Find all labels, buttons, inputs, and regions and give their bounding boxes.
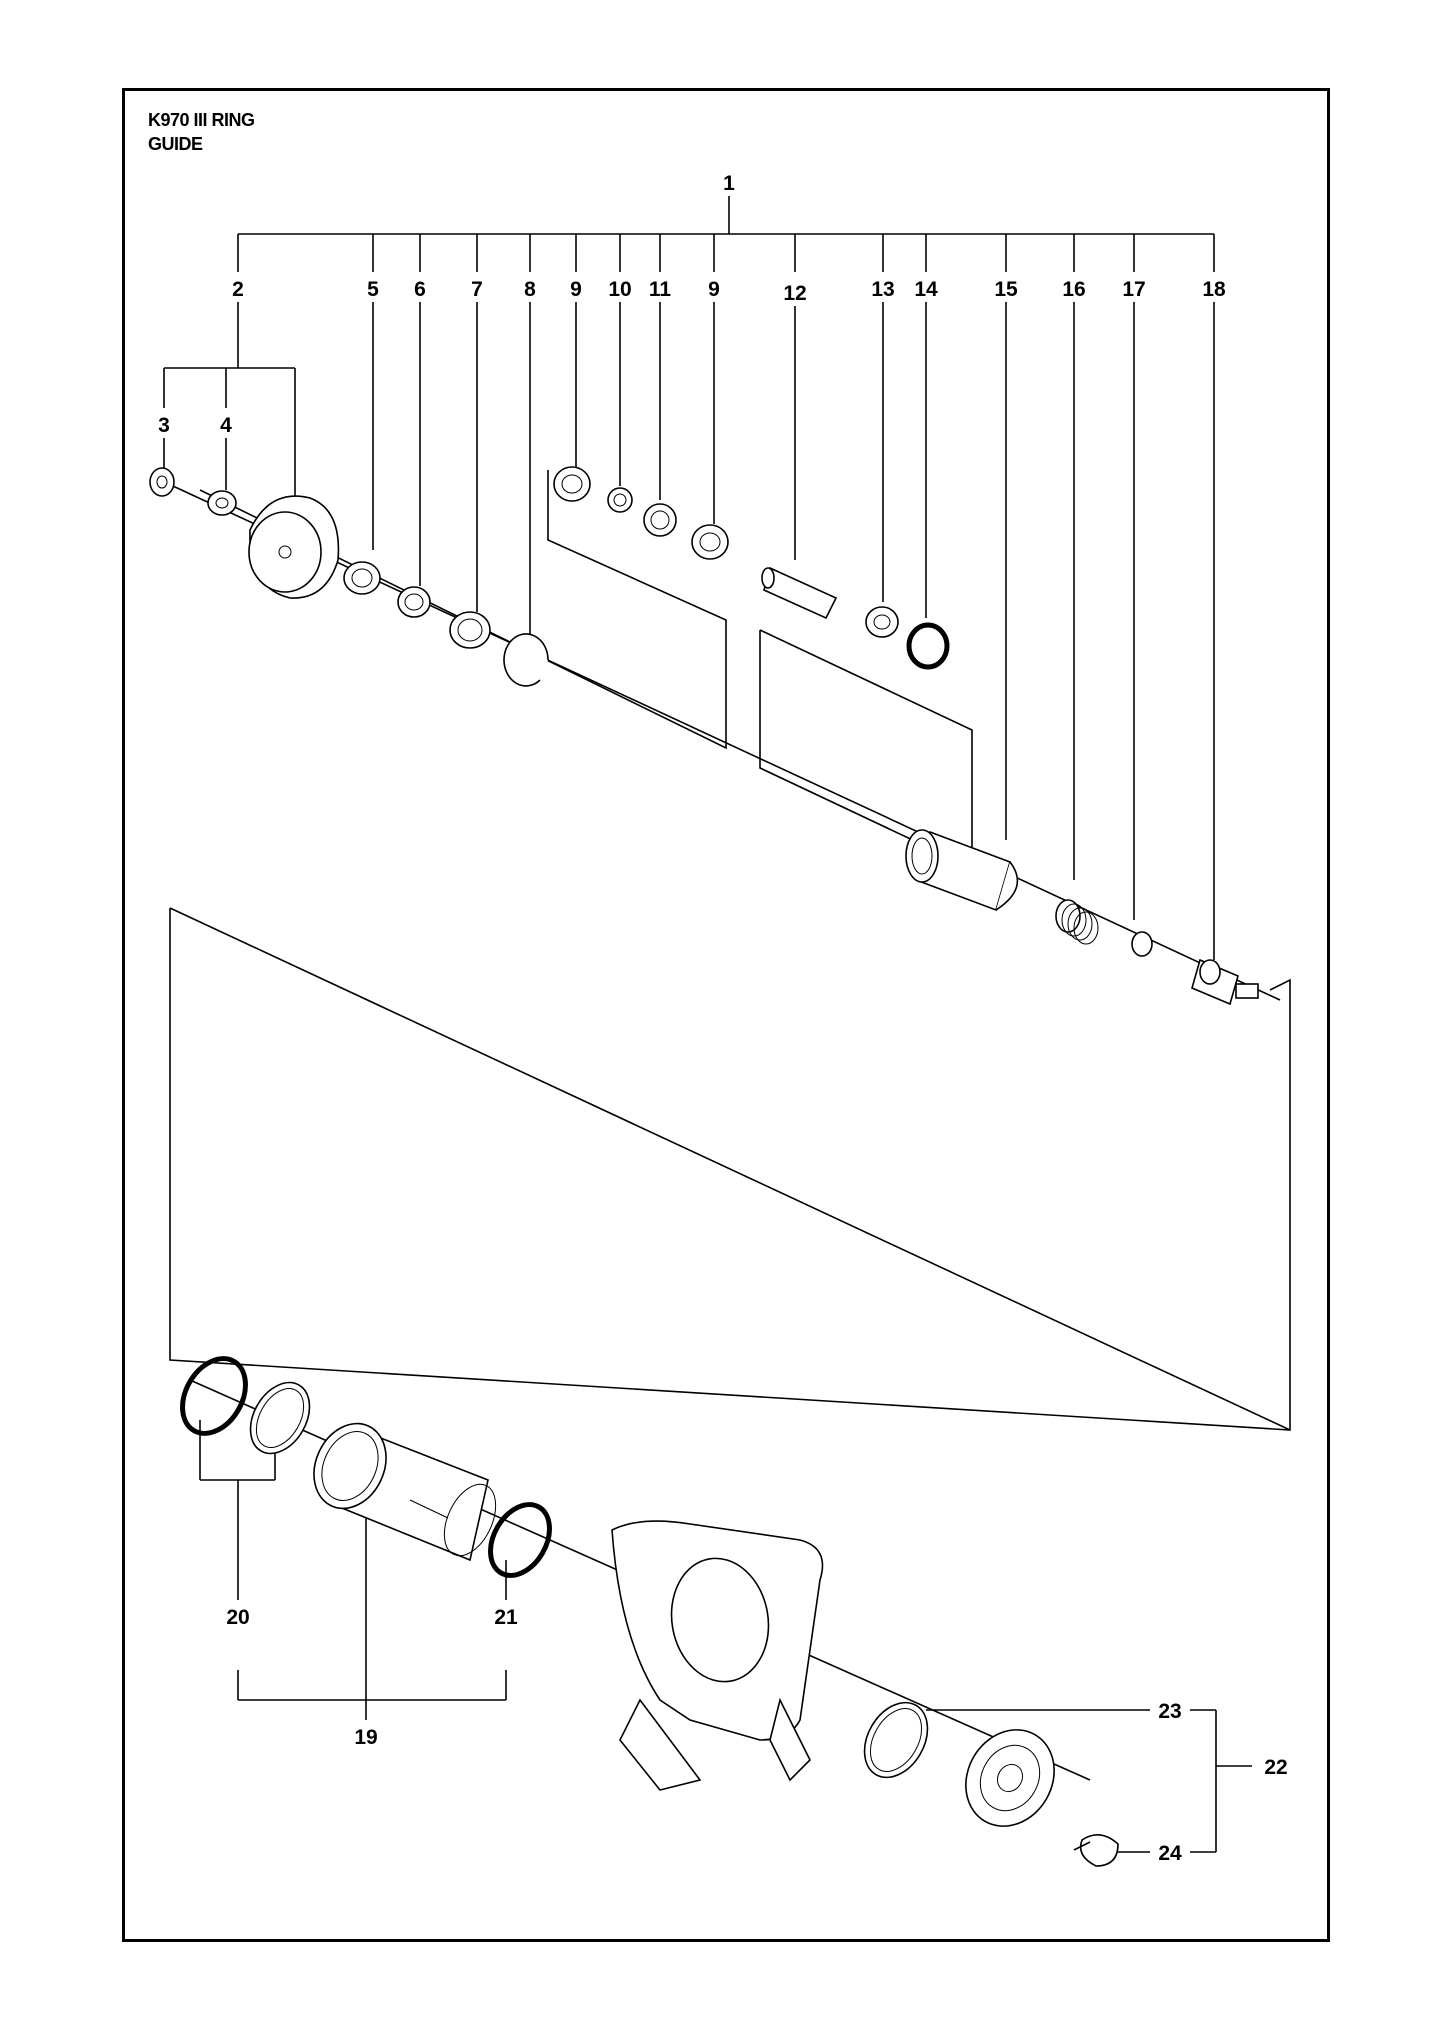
part-2-cap — [248, 495, 340, 599]
callout-17: 17 — [1122, 278, 1145, 301]
callout-3: 3 — [158, 414, 170, 437]
callout-20: 20 — [226, 1606, 249, 1629]
callout-14: 14 — [914, 278, 938, 301]
part-24-clip — [1073, 1834, 1119, 1867]
callout-5: 5 — [367, 278, 379, 301]
callout-23: 23 — [1158, 1700, 1181, 1723]
callout-8: 8 — [524, 278, 536, 301]
part-17-plug — [1131, 931, 1153, 957]
part-6-ring — [397, 586, 431, 618]
callout-13: 13 — [871, 278, 894, 301]
housing-outline — [611, 1520, 824, 1791]
part-15-sleeve — [905, 829, 1019, 912]
part-22-knob — [965, 1729, 1055, 1827]
part-19-body — [313, 1422, 497, 1562]
callout-12: 12 — [783, 282, 806, 305]
callout-16: 16 — [1062, 278, 1085, 301]
callout-19: 19 — [354, 1726, 377, 1749]
part-21-o-ring — [488, 1502, 552, 1578]
callout-22: 22 — [1264, 1756, 1287, 1779]
callout-labels: 1 2 5 6 7 8 9 10 11 9 12 13 14 15 16 17 … — [158, 172, 1288, 1865]
part-8-circlip — [503, 633, 549, 687]
callout-9a: 9 — [570, 278, 582, 301]
part-9-bearing-a — [553, 466, 591, 502]
part-14-o-ring — [906, 622, 950, 670]
callout-4: 4 — [220, 414, 232, 437]
part-9-bearing-b — [691, 524, 729, 560]
part-11-ring — [643, 503, 677, 537]
callout-15: 15 — [994, 278, 1018, 301]
part-10-spacer — [607, 487, 633, 513]
callout-1: 1 — [723, 172, 735, 195]
callout-2: 2 — [232, 278, 244, 301]
callout-9b: 9 — [708, 278, 720, 301]
part-7-bearing — [449, 611, 491, 649]
part-13-seal — [865, 606, 899, 638]
callout-10: 10 — [608, 278, 631, 301]
leader-lines — [159, 196, 1291, 1853]
part-12-shaft — [761, 566, 838, 620]
part-20-o-ring — [180, 1356, 248, 1436]
diagram-title: K970 III RING GUIDE — [148, 108, 255, 156]
part-23-ring — [863, 1701, 929, 1779]
part-16-spring — [1055, 899, 1099, 945]
callout-24: 24 — [1158, 1842, 1182, 1865]
callout-21: 21 — [494, 1606, 518, 1629]
callout-6: 6 — [414, 278, 426, 301]
callout-7: 7 — [471, 278, 483, 301]
title-line-1: K970 III RING — [148, 110, 255, 130]
callout-18: 18 — [1202, 278, 1226, 301]
title-line-2: GUIDE — [148, 134, 203, 154]
part-18-fitting — [1191, 958, 1259, 1006]
part-5-seal — [343, 561, 381, 595]
part-3-nut — [149, 467, 175, 497]
parts — [149, 466, 1259, 1867]
part-4-washer — [207, 490, 237, 516]
callout-11: 11 — [649, 278, 672, 301]
part-20-ring — [249, 1381, 311, 1455]
